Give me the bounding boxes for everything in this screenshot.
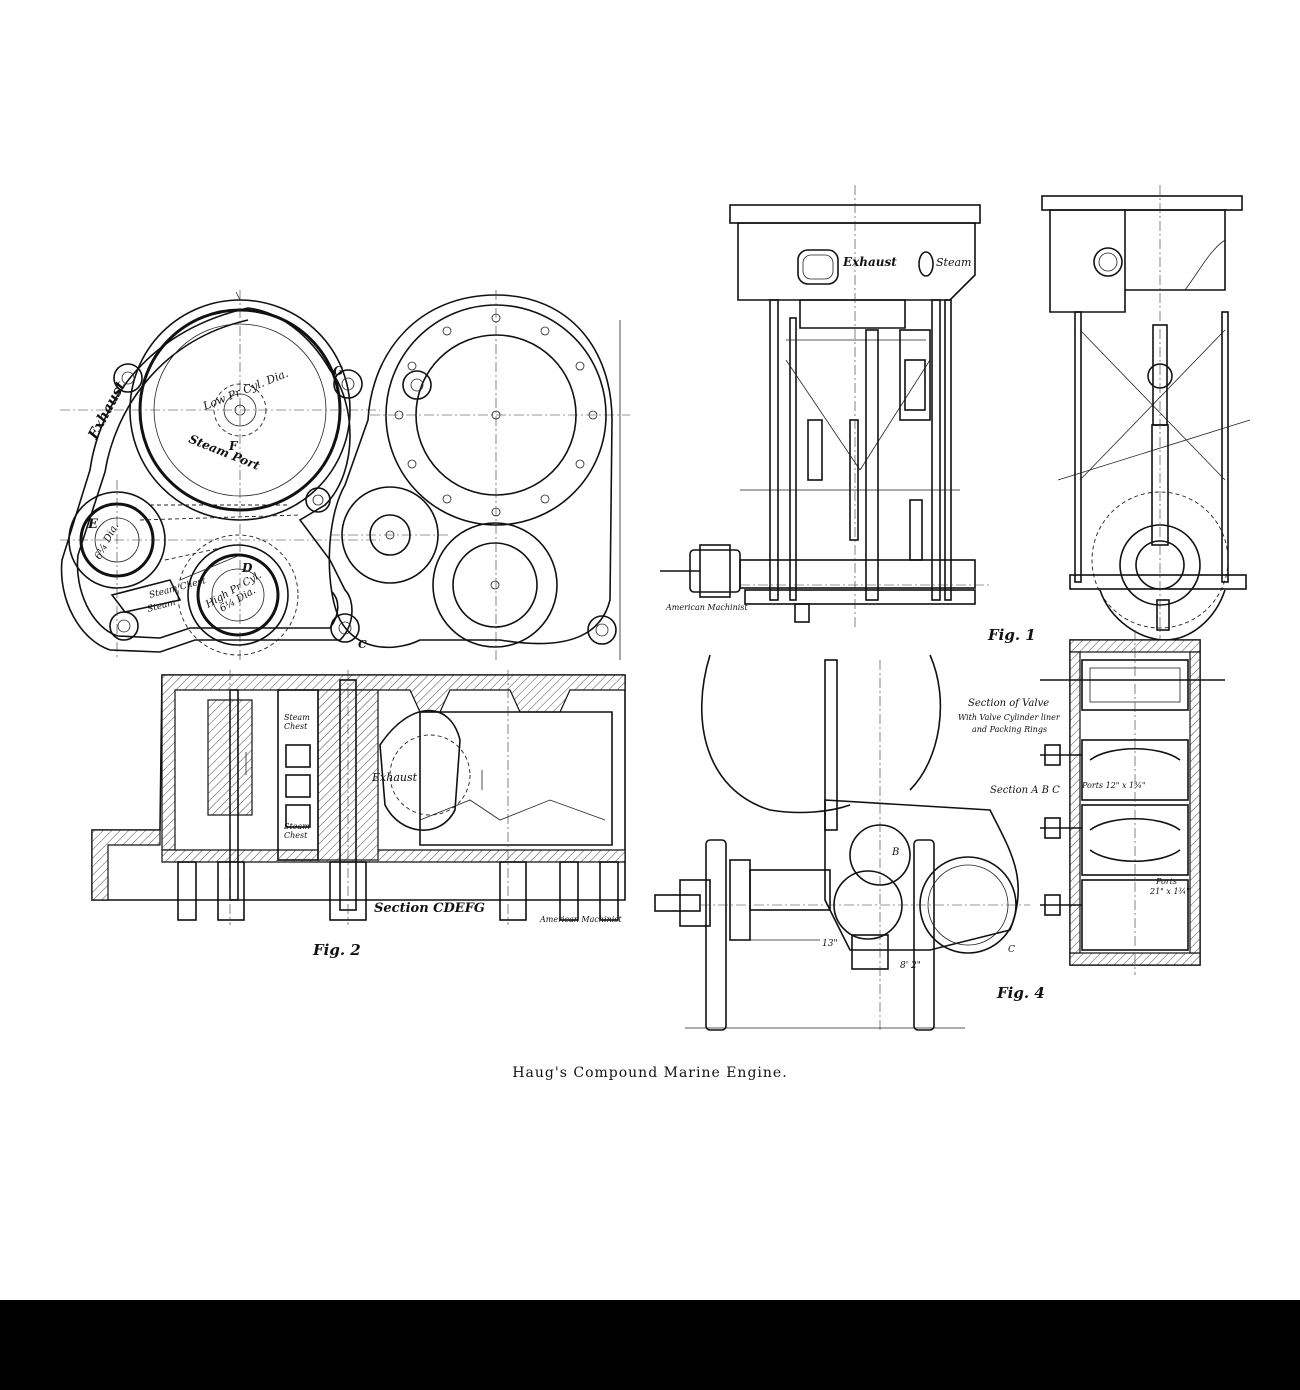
fig3-letter-g: G [333,364,343,378]
fig2-section: Steam Chest Exhaust Steam Chest Section … [91,670,626,959]
plate-caption: Haug's Compound Marine Engine. [512,1065,787,1081]
fig4-dim-8-2: 8' 2" [900,961,921,971]
fig2-steam-chest-upper-1: Steam [284,713,310,722]
fig2-steam-chest-lower-2: Chest [284,831,308,840]
fig2-exhaust-label: Exhaust [371,771,418,784]
fig4-plan: 13" 8' 2" B C Fig. 4 [654,654,1045,1031]
fig1-credit: American Machinist [665,603,748,612]
fig3-steam-port-label: Steam Port [187,432,262,473]
fig2-section-label: Section CDEFG [374,901,485,916]
fig1-elevation: Exhaust Steam American Machinist Fig. 1 [660,185,1036,644]
fig3-letter-f: F [228,439,239,453]
fig2-steam-chest-upper-2: Chest [284,722,308,731]
fig1-label: Fig. 1 [987,626,1036,644]
fig4-section-abc: Section A B C [990,785,1060,796]
fig4-section-valve: Section of Valve [968,698,1049,709]
fig3-low-pr-label: Low Pr Cyl. Dia. [200,367,290,413]
fig3-outer-view [328,290,630,660]
fig1-steam-label: Steam [936,256,971,269]
fig2-credit: American Machinist [539,915,622,924]
fig2-steam-chest-lower-1: Steam [284,822,310,831]
fig3-letter-d: D [241,561,253,575]
fig4-ports-top: Ports 12" x 1¾" [1081,781,1146,790]
fig4-label: Fig. 4 [996,984,1045,1002]
fig4-valve-note-1: With Valve Cylinder liner [958,713,1061,722]
fig3-letter-c: C [358,638,367,651]
fig1-end-elevation [1041,185,1251,641]
fig4-letter-b: B [891,847,899,858]
fig3-letter-e: E [87,517,99,532]
fig4-valve-note-2: and Packing Rings [972,725,1047,734]
fig4-dim-13: 13" [822,939,838,949]
fig3-end-view: Exhaust Steam Port Low Pr Cyl. Dia. G F … [60,290,380,660]
bottom-black-band [0,1300,1300,1390]
fig2-label: Fig. 2 [312,941,361,959]
fig4-ports-bottom-1: Ports [1155,877,1177,886]
fig4-valve-section: Section of Valve With Valve Cylinder lin… [958,630,1225,975]
engine-drawing-plate: Exhaust Steam Port Low Pr Cyl. Dia. G F … [60,185,1251,1081]
fig4-letter-c: C [1008,945,1015,955]
fig1-exhaust-label: Exhaust [842,255,897,269]
fig4-ports-bottom-2: 21" x 1¾" [1149,887,1190,896]
fig3-exhaust-label: Exhaust [85,378,129,442]
